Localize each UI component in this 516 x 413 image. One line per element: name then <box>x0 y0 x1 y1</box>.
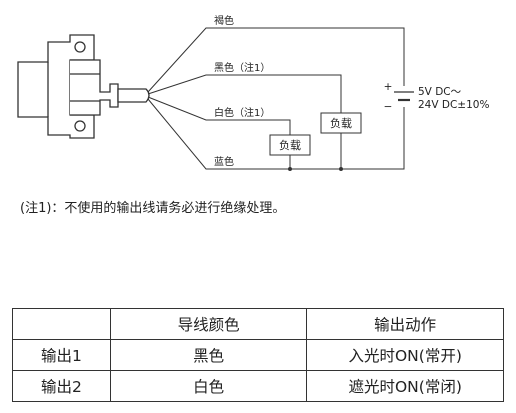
psu-voltage-line1: 5V DC～ <box>418 86 462 98</box>
junction-dot <box>339 167 343 171</box>
table-header-cell: 输出动作 <box>306 308 504 340</box>
table-row: 输出2 白色 遮光时ON(常闭) <box>12 370 504 402</box>
white-wire <box>147 96 291 135</box>
wire-label-blue: 蓝色 <box>214 155 234 168</box>
wire-label-brown: 褐色 <box>214 14 234 27</box>
power-supply: + − 5V DC～ 24V DC±10% <box>384 81 490 113</box>
table-cell: 白色 <box>109 370 308 402</box>
load-black: 负载 <box>320 112 362 134</box>
table-cell: 输出1 <box>12 339 111 371</box>
wire-label-white: 白色（注1） <box>214 106 270 119</box>
sensor-cable <box>117 88 150 103</box>
blue-wire <box>147 98 405 170</box>
load-label: 负载 <box>279 138 301 152</box>
psu-minus: − <box>384 101 393 113</box>
wires <box>147 27 405 170</box>
insulation-note: (注1)：不使用的输出线请务必进行绝缘处理。 <box>20 201 286 216</box>
table-header-cell: 导线颜色 <box>109 308 308 340</box>
load-white: 负载 <box>269 134 311 156</box>
psu-plus: + <box>384 81 393 93</box>
psu-voltage-line2: 24V DC±10% <box>418 99 489 111</box>
wiring-diagram: 褐色 黑色（注1） 白色（注1） 蓝色 负载 负载 + − 5V DC～ 24V… <box>17 14 490 171</box>
table-header-row: 导线颜色 输出动作 <box>12 308 504 340</box>
sensor-body <box>17 34 119 139</box>
wire-label-black: 黑色（注1） <box>214 61 270 74</box>
table-cell: 遮光时ON(常闭) <box>306 370 504 402</box>
table-cell: 入光时ON(常开) <box>306 339 504 371</box>
junction-dot <box>288 167 292 171</box>
table-row: 输出1 黑色 入光时ON(常开) <box>12 339 504 371</box>
load-label: 负载 <box>330 116 352 130</box>
table-cell: 输出2 <box>12 370 111 402</box>
table-header-cell <box>12 308 111 340</box>
table-cell: 黑色 <box>109 339 308 371</box>
brown-wire <box>147 27 405 93</box>
black-wire <box>147 74 342 113</box>
output-table: 导线颜色 输出动作 输出1 黑色 入光时ON(常开) 输出2 白色 遮光时ON(… <box>12 308 504 402</box>
